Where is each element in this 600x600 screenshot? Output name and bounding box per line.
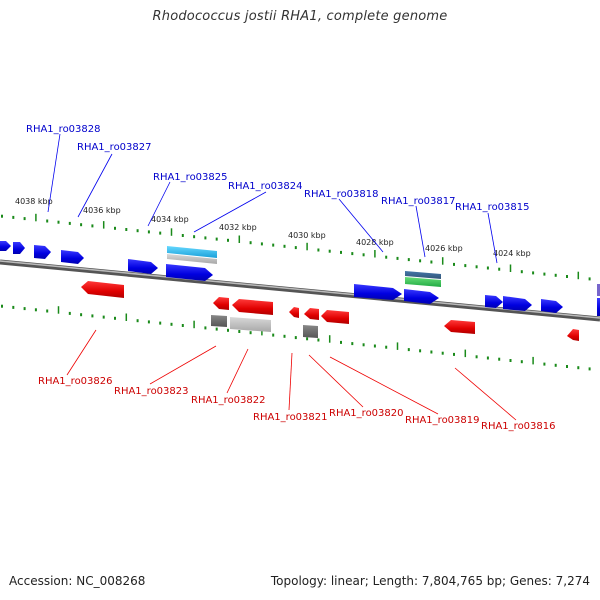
forward-gene-arrow[interactable] xyxy=(404,289,439,304)
cyan-feature-bar[interactable] xyxy=(167,246,217,258)
map-title: Rhodococcus jostii RHA1, complete genome xyxy=(152,9,448,24)
forward-gene-arrow[interactable] xyxy=(166,264,213,281)
reverse-gene-arrow[interactable] xyxy=(289,307,299,318)
forward-label-leaders xyxy=(47,133,498,264)
gene-label-ro03822[interactable]: RHA1_ro03822 xyxy=(191,395,266,406)
upper-scale-track xyxy=(1,213,591,281)
gene-label-ro03828[interactable]: RHA1_ro03828 xyxy=(26,124,101,135)
accession-text: Accession: NC_008268 xyxy=(9,574,146,588)
gray-feature-bar[interactable] xyxy=(230,317,271,332)
gene-label-ro03818[interactable]: RHA1_ro03818 xyxy=(304,189,379,200)
reverse-label-leaders xyxy=(66,329,517,421)
gene-label-ro03827[interactable]: RHA1_ro03827 xyxy=(77,142,152,153)
reverse-gene-arrow[interactable] xyxy=(81,281,124,298)
gene-label-ro03825[interactable]: RHA1_ro03825 xyxy=(153,172,228,183)
gene-label-ro03824[interactable]: RHA1_ro03824 xyxy=(228,181,303,192)
forward-gene-arrow[interactable] xyxy=(128,259,158,274)
tick-label-4024: 4024 kbp xyxy=(493,249,531,258)
forward-gene-arrow[interactable] xyxy=(0,241,11,251)
gene-label-ro03823[interactable]: RHA1_ro03823 xyxy=(114,386,189,397)
dark-feature-bar[interactable] xyxy=(211,315,227,327)
gene-label-ro03821[interactable]: RHA1_ro03821 xyxy=(253,412,328,423)
forward-gene-arrow[interactable] xyxy=(61,250,84,264)
green-feature-bar[interactable] xyxy=(405,277,441,287)
tick-label-4038: 4038 kbp xyxy=(15,197,53,206)
tick-label-4026: 4026 kbp xyxy=(425,244,463,253)
dark-feature-bar[interactable] xyxy=(303,325,318,338)
gene-label-ro03826[interactable]: RHA1_ro03826 xyxy=(38,376,113,387)
steel-feature-bar[interactable] xyxy=(405,271,441,279)
forward-genes xyxy=(0,241,600,316)
gene-label-ro03817[interactable]: RHA1_ro03817 xyxy=(381,196,456,207)
reverse-gene-arrow[interactable] xyxy=(567,329,579,341)
reverse-genes xyxy=(81,281,579,341)
gene-label-ro03815[interactable]: RHA1_ro03815 xyxy=(455,202,530,213)
forward-gene-labels: RHA1_ro03828 RHA1_ro03827 RHA1_ro03825 R… xyxy=(26,124,530,213)
lower-scale-track xyxy=(1,304,591,371)
purple-feature-edge[interactable] xyxy=(597,284,600,296)
gene-label-ro03816[interactable]: RHA1_ro03816 xyxy=(481,421,556,432)
forward-gene-arrow[interactable] xyxy=(13,242,25,254)
reverse-gene-arrow[interactable] xyxy=(213,297,229,310)
forward-gene-arrow[interactable] xyxy=(34,245,51,259)
tick-label-4032: 4032 kbp xyxy=(219,223,257,232)
tick-label-4030: 4030 kbp xyxy=(288,231,326,240)
forward-gene-arrow[interactable] xyxy=(485,295,503,308)
reverse-gene-labels: RHA1_ro03826 RHA1_ro03823 RHA1_ro03822 R… xyxy=(38,376,556,432)
forward-gene-arrow[interactable] xyxy=(541,299,563,313)
forward-gene-arrow[interactable] xyxy=(354,284,402,300)
gene-label-ro03819[interactable]: RHA1_ro03819 xyxy=(405,415,480,426)
reverse-gene-arrow[interactable] xyxy=(232,299,273,315)
reverse-gene-arrow[interactable] xyxy=(304,308,319,320)
reverse-gene-arrow[interactable] xyxy=(321,310,349,324)
topology-text: Topology: linear; Length: 7,804,765 bp; … xyxy=(270,574,590,588)
forward-gene-arrow[interactable] xyxy=(503,296,532,311)
gray-feature-bar[interactable] xyxy=(167,254,217,264)
tick-label-4034: 4034 kbp xyxy=(151,215,189,224)
reverse-gene-arrow[interactable] xyxy=(444,320,475,334)
forward-gene-arrow[interactable] xyxy=(597,298,600,316)
tick-label-4036: 4036 kbp xyxy=(83,206,121,215)
gene-label-ro03820[interactable]: RHA1_ro03820 xyxy=(329,408,404,419)
